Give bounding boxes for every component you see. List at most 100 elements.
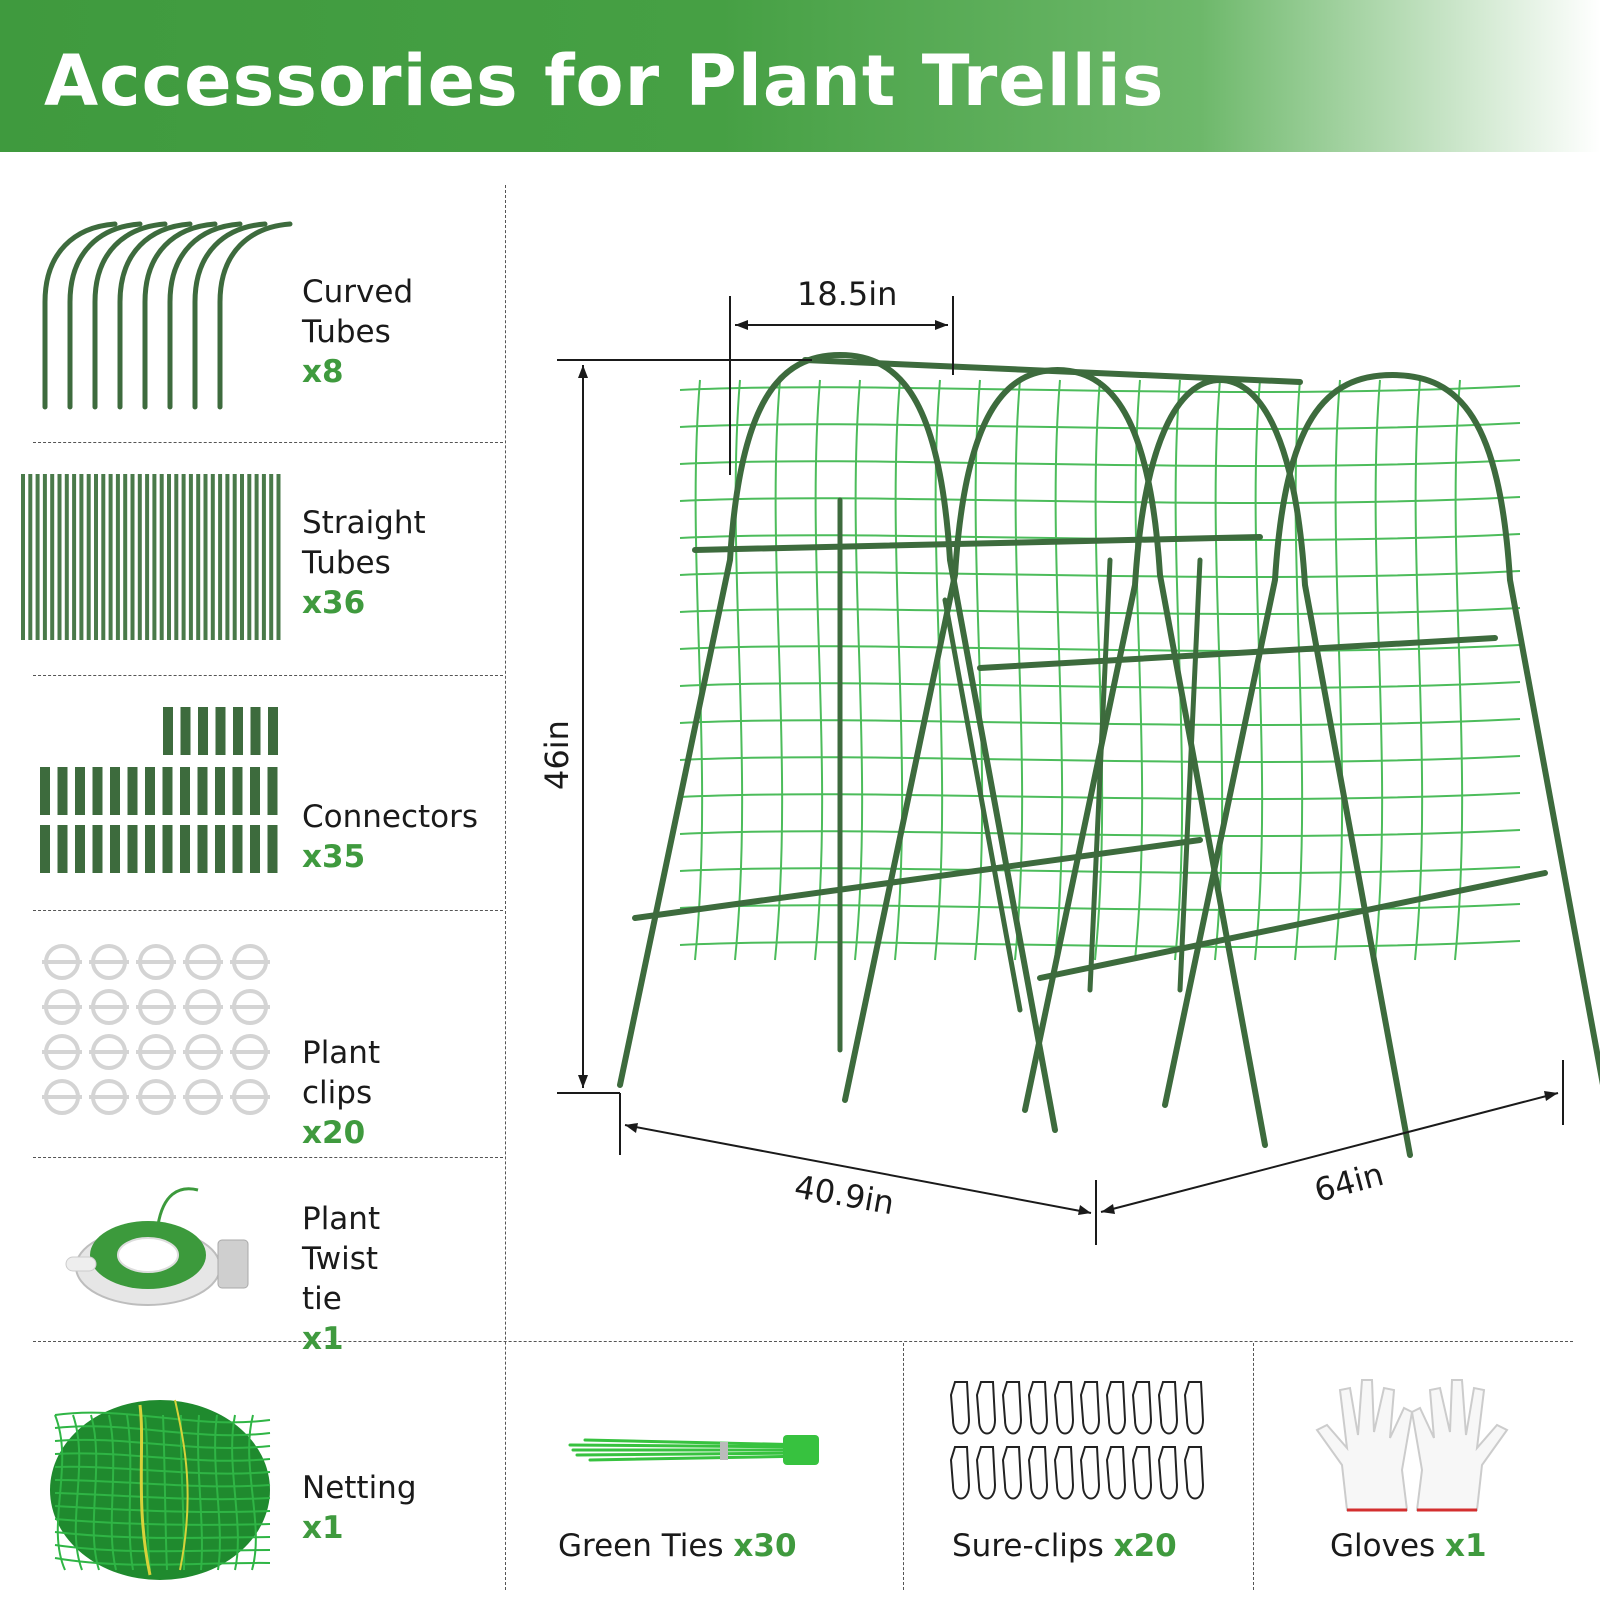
trellis-arch — [1162, 371, 1600, 1108]
green-ties-image — [568, 1435, 819, 1465]
netting-strand — [126, 1414, 134, 1571]
netting-strand — [54, 1479, 271, 1488]
trellis-net-strand — [1414, 379, 1424, 961]
connector-shape — [92, 825, 103, 873]
trellis-crossbar — [977, 635, 1498, 671]
connector-shape — [57, 825, 68, 873]
trellis-net-strand — [679, 533, 1521, 542]
sure-clip-shape — [975, 1381, 997, 1435]
trellis-net-strand — [774, 379, 784, 961]
connector-shape — [215, 767, 225, 815]
connector-shape — [250, 825, 260, 873]
connector-shape — [40, 825, 50, 873]
trellis-net-strand — [679, 755, 1521, 764]
connector-shape — [75, 767, 85, 815]
netting-strand — [54, 1452, 271, 1462]
divider-bottom — [33, 1341, 1573, 1342]
trellis-net-strand — [679, 496, 1521, 505]
green-ties-label: Green Ties x30 — [558, 1528, 797, 1564]
connector-shape — [180, 825, 190, 873]
trellis-net-strand — [679, 570, 1521, 579]
trellis-crossbar — [692, 534, 1263, 553]
netting-strand — [54, 1518, 271, 1526]
sure-clip-shape — [949, 1446, 971, 1500]
trellis-net-strand — [679, 792, 1521, 801]
netting-strand — [54, 1531, 271, 1539]
netting-strand — [214, 1414, 221, 1571]
plant-clips-label: Plant clips x20 — [302, 1035, 381, 1151]
trellis-leg — [1177, 557, 1203, 993]
connector-shape — [180, 707, 191, 755]
trellis-net-strand — [679, 829, 1521, 838]
connector-shape — [233, 707, 243, 755]
divider-vertical-bottom-2 — [903, 1343, 904, 1590]
trellis-crossbar — [1037, 870, 1548, 981]
netting-strand — [54, 1438, 271, 1449]
sure-clip-shape — [1105, 1381, 1127, 1435]
trellis-leg — [942, 597, 1023, 1013]
connector-shape — [198, 707, 208, 755]
connector-shape — [197, 767, 208, 815]
sure-clips-image — [949, 1381, 1205, 1500]
sure-clips-label: Sure-clips x20 — [952, 1528, 1177, 1564]
sure-clip-shape — [949, 1381, 971, 1435]
connector-shape — [145, 767, 155, 815]
netting-label: Netting x1 — [302, 1470, 417, 1546]
dimension-front-width: 40.9in — [792, 1167, 897, 1222]
curved-tube-shape — [117, 221, 193, 410]
divider-4 — [33, 1157, 503, 1158]
connectors-image — [40, 707, 278, 873]
trellis-net-strand — [1374, 379, 1384, 961]
twist-tie-image — [65, 1187, 249, 1306]
trellis-net-strand — [679, 718, 1521, 727]
connector-shape — [57, 767, 68, 815]
trellis-net-strand — [1054, 379, 1064, 961]
divider-vertical-bottom-3 — [1253, 1343, 1254, 1590]
sure-clip-shape — [1001, 1446, 1023, 1500]
divider-vertical-main — [505, 185, 506, 1590]
dimension-top-width: 18.5in — [797, 275, 897, 313]
gloves-image — [1315, 1379, 1509, 1512]
divider-3 — [33, 910, 503, 911]
sure-clip-shape — [1157, 1446, 1179, 1500]
curved-tube-shape — [67, 221, 143, 410]
curved-tube-shape — [167, 221, 243, 410]
netting-strand — [108, 1414, 117, 1571]
dimension-height: 46in — [538, 720, 576, 790]
connector-shape — [215, 707, 226, 755]
page-title: Accessories for Plant Trellis — [44, 40, 1165, 122]
connector-shape — [267, 825, 278, 873]
trellis-net-strand — [974, 379, 984, 961]
straight-tubes-image — [21, 474, 281, 640]
sure-clip-shape — [1053, 1381, 1075, 1435]
trellis-net-strand — [679, 385, 1521, 394]
curved-tube-shape — [142, 221, 218, 410]
connector-shape — [110, 767, 120, 815]
trellis-net-strand — [734, 379, 744, 961]
trellis-net-strand — [894, 379, 904, 961]
sure-clip-shape — [1053, 1446, 1075, 1500]
curved-tube-shape — [42, 221, 118, 410]
sure-clip-shape — [1183, 1446, 1205, 1500]
connector-shape — [215, 825, 225, 873]
trellis-net-strand — [1174, 379, 1184, 961]
netting-image — [50, 1399, 271, 1580]
netting-strand — [54, 1492, 271, 1501]
sure-clip-shape — [1027, 1381, 1049, 1435]
gloves-label: Gloves x1 — [1330, 1528, 1487, 1564]
connector-shape — [145, 825, 155, 873]
sure-clip-shape — [975, 1446, 997, 1500]
trellis-net-strand — [1214, 379, 1224, 961]
curved-tube-shape — [192, 221, 268, 410]
trellis-crossbar — [632, 837, 1203, 921]
curved-tube-shape — [217, 221, 293, 410]
trellis-net-strand — [854, 379, 864, 961]
connector-shape — [40, 767, 50, 815]
trellis-net-strand — [1454, 379, 1464, 961]
connector-shape — [162, 767, 173, 815]
netting-strand — [54, 1425, 271, 1437]
trellis-net-strand — [679, 644, 1521, 653]
connector-shape — [127, 767, 138, 815]
trellis-net-strand — [679, 607, 1521, 616]
trellis-net-strand — [679, 459, 1521, 468]
